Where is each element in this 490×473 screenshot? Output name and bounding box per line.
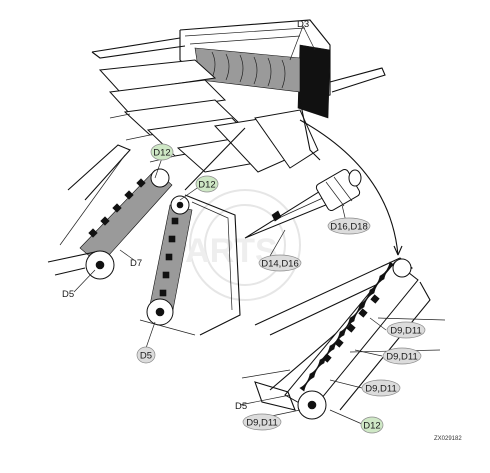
callout-d12-top-label: D12: [153, 148, 170, 159]
callout-d9-d11-d: D9,D11: [242, 413, 282, 431]
callout-d5-right-label: D5: [235, 401, 247, 412]
callout-d5-center-label: D5: [140, 351, 152, 362]
callout-d7: D7: [130, 258, 142, 269]
callout-d3-label: D3: [297, 19, 309, 30]
row-unit-middle: [139, 194, 241, 336]
callout-d9-d11-b-label: D9,D11: [386, 352, 418, 363]
callout-d7-label: D7: [130, 258, 142, 269]
callout-d12-bottom-label: D12: [363, 421, 380, 432]
callout-d12-bottom: D12: [360, 416, 384, 434]
figure-reference: ZX029182: [434, 436, 462, 442]
callout-pointer: [184, 127, 246, 191]
callout-d9-d11-a: D9,D11: [386, 321, 426, 339]
callout-d12-top: D12: [150, 143, 174, 161]
row-unit-left: [47, 144, 173, 280]
header-assembly: [91, 19, 386, 173]
leader-lines: [73, 25, 387, 425]
cone-part: [244, 168, 362, 239]
callout-d16-d18: D16,D18: [327, 217, 371, 235]
callout-d16-d18-label: D16,D18: [330, 222, 368, 233]
callout-d9-d11-b: D9,D11: [382, 347, 422, 365]
callout-d9-d11-d-label: D9,D11: [246, 418, 278, 429]
callout-d12-mid-label: D12: [198, 180, 215, 191]
callout-arc: [299, 119, 399, 256]
callout-d14-d16: D14,D16: [258, 254, 302, 272]
callout-d5-center: D5: [136, 346, 156, 364]
callout-d5-left-label: D5: [62, 289, 74, 300]
callout-d9-d11-a-label: D9,D11: [390, 326, 422, 337]
callout-d9-d11-c: D9,D11: [361, 379, 401, 397]
callout-d12-mid: D12: [195, 175, 219, 193]
callout-d14-d16-label: D14,D16: [261, 259, 299, 270]
callout-d5-left: D5: [62, 289, 74, 300]
callout-d3: D3: [297, 19, 309, 30]
callout-d9-d11-c-label: D9,D11: [365, 384, 397, 395]
callout-d5-right: D5: [235, 401, 247, 412]
row-unit-right: [241, 257, 446, 420]
